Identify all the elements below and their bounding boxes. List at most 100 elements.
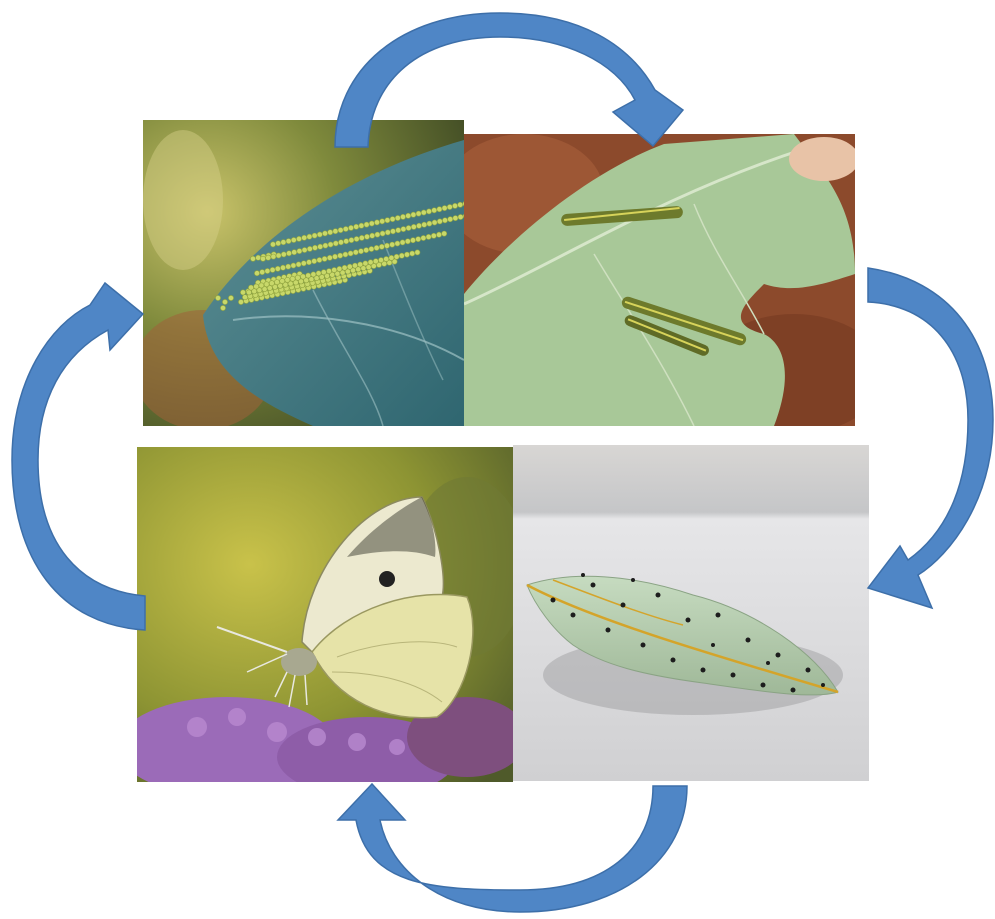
egg xyxy=(436,232,441,237)
egg xyxy=(411,224,416,229)
egg xyxy=(296,262,301,267)
egg xyxy=(390,229,395,234)
egg xyxy=(281,240,286,245)
eggs-photo xyxy=(143,120,464,426)
egg xyxy=(384,256,389,261)
egg xyxy=(316,271,321,276)
egg xyxy=(228,295,233,300)
egg xyxy=(369,246,374,251)
egg xyxy=(390,217,395,222)
egg xyxy=(220,305,225,310)
egg xyxy=(400,240,405,245)
egg xyxy=(349,238,354,243)
egg xyxy=(406,213,411,218)
egg xyxy=(342,265,347,270)
egg xyxy=(347,264,352,269)
arrow-pupa-to-adult xyxy=(338,784,687,912)
egg xyxy=(379,244,384,249)
egg xyxy=(410,251,415,256)
egg xyxy=(280,265,285,270)
egg xyxy=(296,236,301,241)
egg xyxy=(401,227,406,232)
egg xyxy=(327,255,332,260)
egg xyxy=(222,299,227,304)
egg xyxy=(286,264,291,269)
egg xyxy=(322,231,327,236)
egg xyxy=(322,256,327,261)
egg xyxy=(437,207,442,212)
egg xyxy=(364,248,369,253)
egg xyxy=(353,250,358,255)
egg xyxy=(337,266,342,271)
egg xyxy=(406,225,411,230)
egg xyxy=(271,254,276,259)
egg xyxy=(405,239,410,244)
egg xyxy=(363,261,368,266)
egg xyxy=(404,252,409,257)
egg xyxy=(348,251,353,256)
egg xyxy=(380,231,385,236)
egg xyxy=(321,270,326,275)
egg xyxy=(302,247,307,252)
egg xyxy=(266,255,271,260)
egg xyxy=(297,249,302,254)
egg xyxy=(375,232,380,237)
egg xyxy=(364,222,369,227)
egg xyxy=(348,225,353,230)
egg xyxy=(358,249,363,254)
egg xyxy=(300,274,305,279)
egg xyxy=(411,212,416,217)
egg xyxy=(240,290,245,295)
larva-photo xyxy=(464,134,855,426)
egg xyxy=(301,261,306,266)
egg xyxy=(291,263,296,268)
egg xyxy=(246,290,251,295)
egg xyxy=(369,221,374,226)
egg xyxy=(238,299,243,304)
egg xyxy=(431,233,436,238)
egg xyxy=(312,245,317,250)
egg xyxy=(453,216,458,221)
egg xyxy=(442,206,447,211)
egg xyxy=(307,246,312,251)
arrow-larva-to-pupa xyxy=(868,268,993,608)
egg xyxy=(426,209,431,214)
egg xyxy=(250,256,255,261)
egg xyxy=(416,211,421,216)
egg xyxy=(256,255,261,260)
egg xyxy=(338,228,343,233)
egg xyxy=(395,215,400,220)
egg xyxy=(410,238,415,243)
egg xyxy=(269,281,274,286)
egg xyxy=(276,253,281,258)
egg xyxy=(364,234,369,239)
egg xyxy=(306,260,311,265)
egg xyxy=(328,242,333,247)
egg xyxy=(458,214,463,219)
egg xyxy=(448,217,453,222)
egg xyxy=(317,232,322,237)
egg xyxy=(323,243,328,248)
egg xyxy=(344,239,349,244)
egg xyxy=(358,262,363,267)
egg xyxy=(254,284,259,289)
egg xyxy=(280,278,285,283)
egg xyxy=(380,219,385,224)
egg xyxy=(290,276,295,281)
egg xyxy=(259,283,264,288)
egg xyxy=(333,229,338,234)
egg xyxy=(343,252,348,257)
egg xyxy=(385,230,390,235)
egg xyxy=(384,243,389,248)
egg xyxy=(452,203,457,208)
egg xyxy=(378,258,383,263)
egg xyxy=(332,267,337,272)
egg xyxy=(333,241,338,246)
egg xyxy=(352,263,357,268)
egg xyxy=(422,222,427,227)
egg xyxy=(395,241,400,246)
egg xyxy=(368,260,373,265)
pupa-photo xyxy=(513,445,869,781)
adult-butterfly-photo xyxy=(137,447,513,782)
egg xyxy=(311,272,316,277)
